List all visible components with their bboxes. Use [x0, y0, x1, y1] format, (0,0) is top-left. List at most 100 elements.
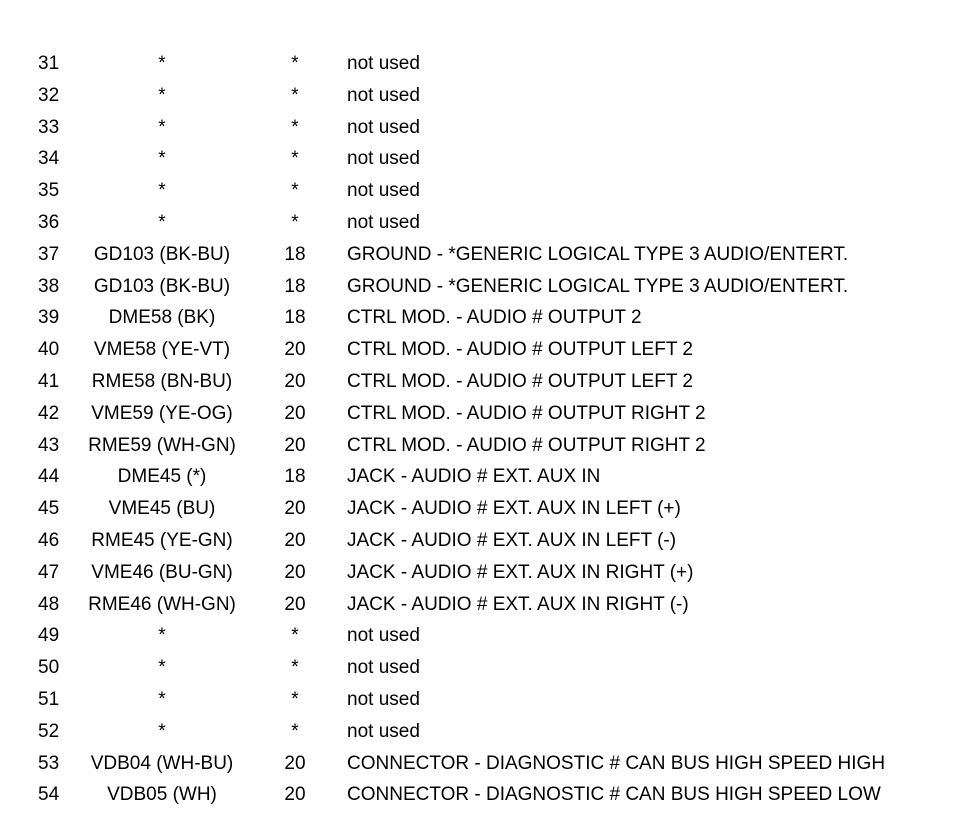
pin-description: not used — [347, 180, 420, 202]
pin-description: JACK - AUDIO # EXT. AUX IN LEFT (+) — [347, 498, 681, 520]
table-row: 48 RME46 (WH-GN) 20 JACK - AUDIO # EXT. AUX… — [0, 589, 960, 621]
wire-gauge: 18 — [284, 466, 306, 488]
wire-gauge: * — [291, 720, 299, 742]
pin-number: 33 — [38, 116, 60, 138]
table-row: 49**not used — [0, 620, 960, 652]
pin-description: not used — [347, 211, 420, 233]
pin-number: 32 — [38, 84, 60, 106]
pin-number: 38 — [38, 275, 60, 297]
wire-gauge: 20 — [284, 752, 306, 774]
wire-gauge: * — [291, 148, 299, 170]
table-row: 42 VME59 (YE-OG) 20 CTRL MOD. - AUDIO # OUT… — [0, 398, 960, 430]
pin-number: 48 — [38, 593, 60, 615]
table-row: 31**not used — [0, 48, 960, 80]
table-row: 44 DME45 (*) 18 JACK - AUDIO # EXT. AUX IN — [0, 461, 960, 493]
pin-description: CTRL MOD. - AUDIO # OUTPUT RIGHT 2 — [347, 402, 706, 424]
pin-number: 42 — [38, 402, 60, 424]
pin-description: GROUND - *GENERIC LOGICAL TYPE 3 AUDIO/E… — [347, 243, 849, 265]
wire-gauge: 20 — [284, 434, 306, 456]
circuit-code: VME45 (BU) — [108, 498, 216, 520]
pin-description: CTRL MOD. - AUDIO # OUTPUT LEFT 2 — [347, 339, 693, 361]
pin-description: JACK - AUDIO # EXT. AUX IN LEFT (-) — [347, 529, 677, 551]
wire-gauge: 20 — [284, 370, 306, 392]
pin-description: not used — [347, 116, 420, 138]
pin-description: not used — [347, 688, 420, 710]
pin-number: 47 — [38, 561, 60, 583]
wire-gauge: 20 — [284, 402, 306, 424]
circuit-code: * — [158, 720, 166, 742]
wire-gauge: * — [291, 53, 299, 74]
wire-gauge: * — [291, 625, 299, 647]
pin-number: 39 — [38, 307, 60, 329]
wire-gauge: * — [291, 657, 299, 679]
pin-number: 45 — [38, 498, 60, 520]
pin-number: 36 — [38, 211, 60, 233]
pin-number: 44 — [38, 466, 60, 488]
circuit-code: * — [158, 53, 166, 74]
pin-description: not used — [347, 625, 420, 647]
pin-description: CTRL MOD. - AUDIO # OUTPUT LEFT 2 — [347, 370, 693, 392]
wire-gauge: * — [291, 84, 299, 106]
pin-number: 35 — [38, 180, 60, 202]
pin-description: not used — [347, 148, 420, 170]
pin-description: not used — [347, 53, 420, 74]
wire-gauge: 20 — [284, 339, 306, 361]
table-row: 36**not used — [0, 207, 960, 239]
pin-description: CONNECTOR - DIAGNOSTIC # CAN BUS HIGH SP… — [347, 784, 881, 806]
pin-description: JACK - AUDIO # EXT. AUX IN RIGHT (-) — [347, 593, 689, 615]
table-row: 43 RME59 (WH-GN) 20 CTRL MOD. - AUDIO # OUT… — [0, 430, 960, 462]
circuit-code: VDB04 (WH-BU) — [90, 752, 234, 774]
wire-gauge: 20 — [284, 498, 306, 520]
circuit-code: * — [158, 625, 166, 647]
circuit-code: * — [158, 180, 166, 202]
circuit-code: RME45 (YE-GN) — [91, 529, 233, 551]
table-row: 35 * * not used — [0, 175, 960, 207]
pin-number: 51 — [38, 688, 60, 710]
circuit-code: VME59 (YE-OG) — [91, 402, 233, 424]
pin-number: 54 — [38, 784, 60, 806]
wire-gauge: * — [291, 180, 299, 202]
pin-description: CTRL MOD. - AUDIO # OUTPUT 2 — [347, 307, 642, 329]
wire-gauge: 20 — [284, 593, 306, 615]
pin-number: 52 — [38, 720, 60, 742]
circuit-code: RME46 (WH-GN) — [88, 593, 236, 615]
circuit-code: * — [158, 84, 166, 106]
pin-description: JACK - AUDIO # EXT. AUX IN — [347, 466, 601, 488]
table-row: 33**not used — [0, 112, 960, 144]
pin-description: CTRL MOD. - AUDIO # OUTPUT RIGHT 2 — [347, 434, 706, 456]
circuit-code: GD103 (BK-BU) — [93, 275, 231, 297]
pin-description: not used — [347, 720, 420, 742]
wire-gauge: * — [291, 211, 299, 233]
pin-number: 53 — [38, 752, 60, 774]
table-row: 34 * * not used — [0, 143, 960, 175]
circuit-code: VME46 (BU-GN) — [91, 561, 233, 583]
pin-number: 37 — [38, 243, 60, 265]
pin-number: 34 — [38, 148, 60, 170]
table-row: 32 * * not used — [0, 80, 960, 112]
circuit-code: RME59 (WH-GN) — [88, 434, 236, 456]
pin-number: 40 — [38, 339, 60, 361]
pin-description: not used — [347, 84, 420, 106]
table-row: 51**not used — [0, 684, 960, 716]
circuit-code: DME45 (*) — [117, 466, 207, 488]
pin-number: 46 — [38, 529, 60, 551]
circuit-code: * — [158, 148, 166, 170]
pin-description: CONNECTOR - DIAGNOSTIC # CAN BUS HIGH SP… — [347, 752, 886, 774]
table-row: 45 VME45 (BU) 20 JACK - AUDIO # EXT. AUX IN… — [0, 493, 960, 525]
circuit-code: * — [158, 657, 166, 679]
circuit-code: DME58 (BK) — [108, 307, 216, 329]
wire-gauge: 20 — [284, 784, 306, 806]
circuit-code: RME58 (BN-BU) — [91, 370, 233, 392]
wire-gauge: 18 — [284, 307, 306, 329]
pin-number: 43 — [38, 434, 60, 456]
table-row: 50**not used — [0, 652, 960, 684]
pin-number: 50 — [38, 657, 60, 679]
